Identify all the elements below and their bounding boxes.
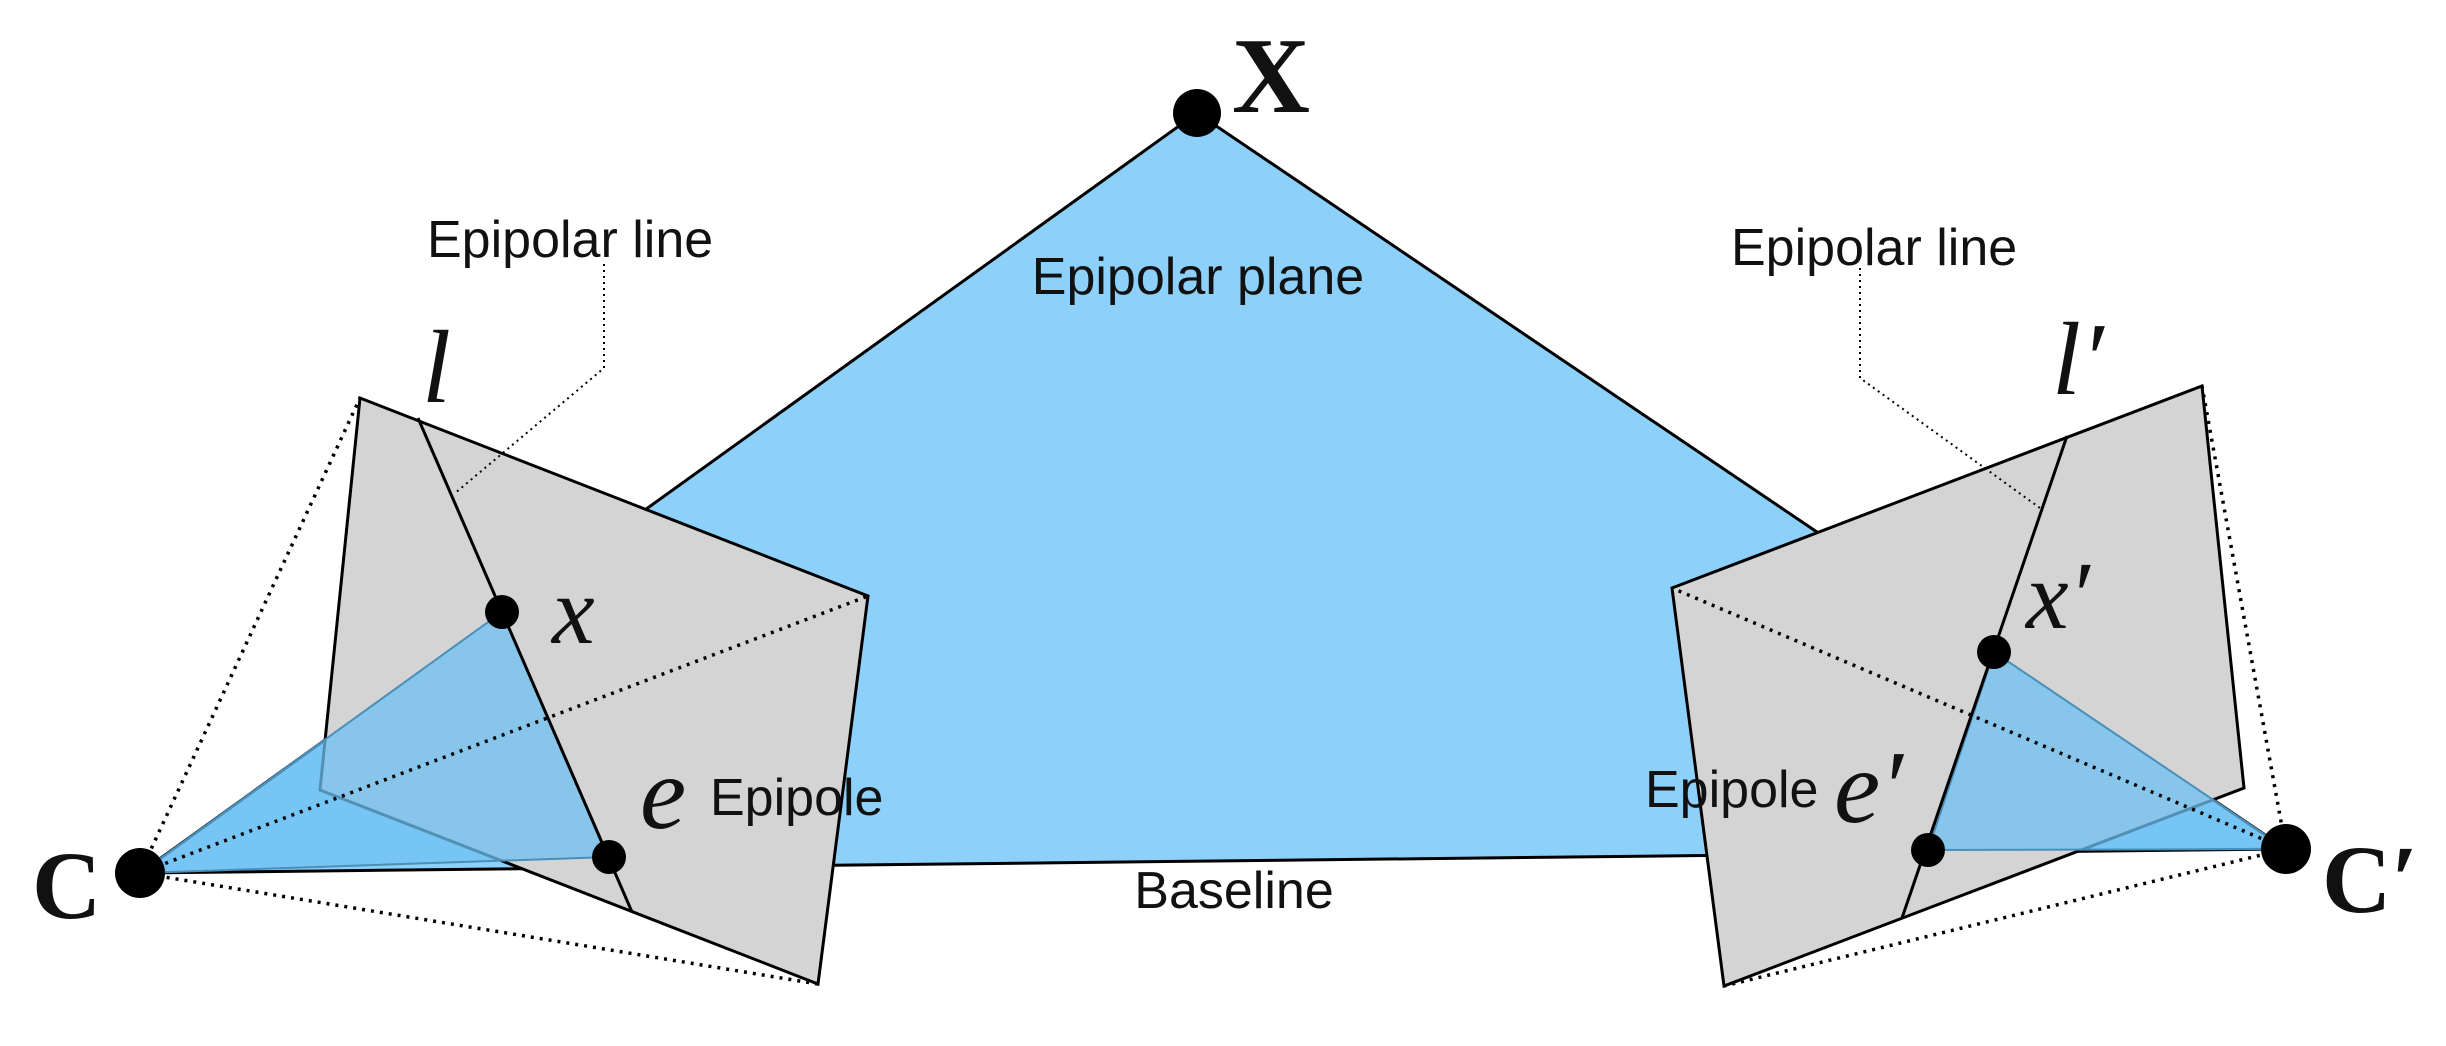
point-X-label: X	[1232, 17, 1310, 136]
right-epipolar-line-label: Epipolar line	[1731, 219, 2017, 277]
epipole-e-symbol: e	[640, 736, 686, 851]
camera-center-c-label: C	[32, 832, 101, 939]
epipolar-plane-label: Epipolar plane	[1032, 248, 1364, 306]
right-line-symbol: l′	[2052, 302, 2106, 417]
image-point-x-label: x	[550, 557, 595, 664]
epipole-e-prime-text: Epipole	[1645, 761, 1818, 819]
epipole-e-prime-symbol: e′	[1834, 730, 1905, 845]
left-frustum	[138, 397, 869, 986]
image-point-x-prime-dot	[1977, 635, 2011, 669]
baseline-label: Baseline	[1134, 862, 1333, 920]
camera-center-c-prime-dot	[2261, 824, 2311, 874]
left-epipolar-line-leader	[453, 264, 605, 495]
right-camera-triangle	[1926, 650, 2290, 852]
camera-center-c-dot	[115, 848, 165, 898]
left-line-symbol: l	[422, 310, 451, 425]
right-image-plane	[1670, 383, 2246, 989]
epipole-e-dot	[592, 840, 626, 874]
camera-center-c-prime-label: C′	[2322, 826, 2418, 933]
left-epipolar-line-label: Epipolar line	[427, 211, 713, 269]
right-frustum	[1671, 385, 2288, 988]
point-X-dot	[1173, 89, 1221, 137]
left-epipolar-line-l	[416, 417, 634, 913]
epipole-e-text: Epipole	[710, 769, 883, 827]
image-point-x-prime-label: x′	[2024, 542, 2092, 649]
right-epipolar-line-leader	[1859, 268, 2041, 509]
epipole-e-prime-dot	[1911, 833, 1945, 867]
image-point-x-dot	[485, 595, 519, 629]
